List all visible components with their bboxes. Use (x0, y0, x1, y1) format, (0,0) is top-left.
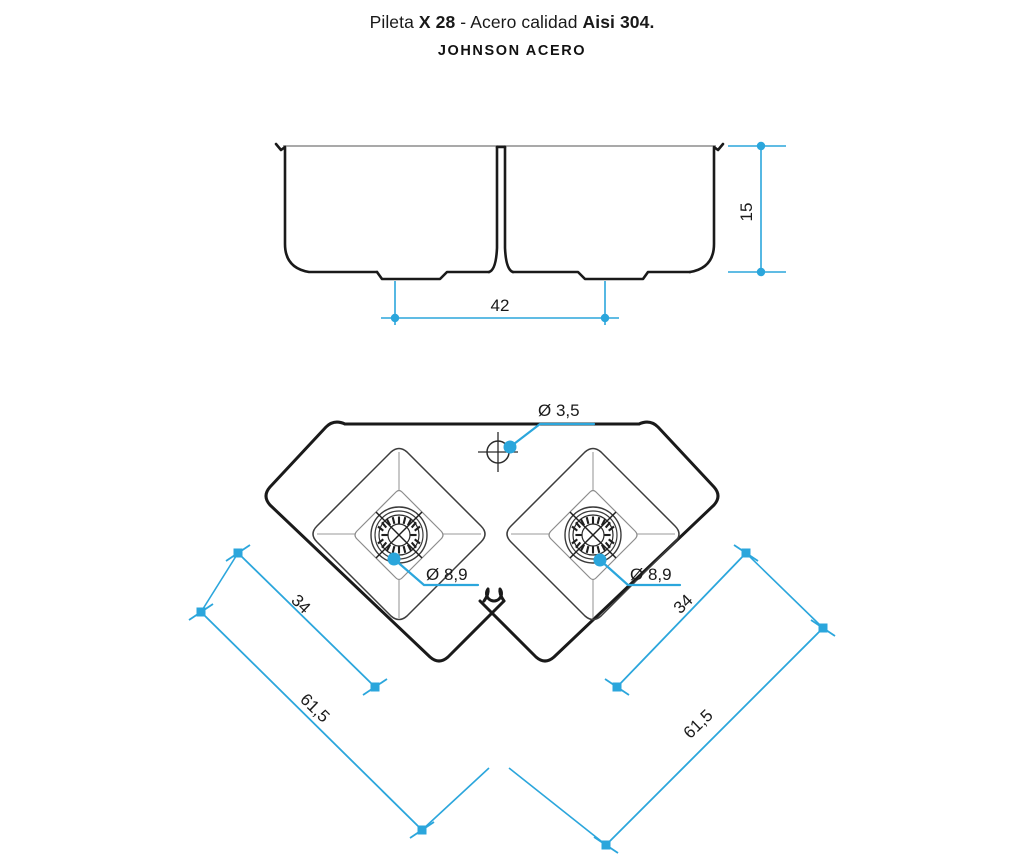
drain-left-slots (377, 516, 421, 554)
plan-right-outer-contour (478, 420, 720, 663)
dim-615-left-label: 61,5 (296, 690, 333, 727)
title-model: X 28 (418, 12, 456, 32)
dimension-overall-right-615: 61,5 (508, 552, 836, 854)
dim-615-right-line (605, 627, 824, 846)
dim-615-left-ext-a (200, 552, 239, 613)
plan-right-bowl-rim (506, 447, 680, 621)
drain-left-crosshair-b (375, 511, 423, 559)
title-block: Pileta X 28 - Acero calidad Aisi 304. JO… (0, 0, 1024, 59)
title-material: Aisi 304. (582, 12, 655, 32)
elevation-left-bottom (375, 270, 491, 281)
plan-left-bowl-floor (354, 489, 444, 581)
dimension-drain-right: Ø 8,9 (593, 553, 682, 587)
dimension-bowl-side-right-34: 34 (604, 544, 759, 696)
plan-left-bowl: Ø 8,9 (312, 447, 486, 621)
dim-34-right-label: 34 (670, 591, 697, 618)
plan-left-bowl-rim (312, 447, 486, 621)
dim-faucet-label: Ø 3,5 (538, 401, 580, 420)
plan-center-notch (482, 587, 506, 603)
dimension-overall-left-615: 61,5 (188, 552, 490, 839)
elevation-divider-right-face (503, 145, 515, 274)
dim-34-right-arrow-b (604, 678, 630, 696)
plan-right-bowl-floor (548, 489, 638, 581)
dimension-faucet-hole: Ø 3,5 (503, 401, 596, 454)
dimension-width-42: 42 (381, 281, 619, 325)
dim-drain-right-label: Ø 8,9 (630, 565, 672, 584)
dim-615-left-line (200, 611, 423, 831)
drain-right-crosshair-b (569, 511, 617, 559)
dim-15-label: 15 (737, 203, 756, 222)
title-prefix: Pileta (369, 12, 419, 32)
drain-right-ring-2 (568, 510, 618, 560)
plan-right-bowl: Ø 8,9 (506, 447, 682, 621)
elevation-right-wall (688, 142, 725, 274)
elevation-section-view: 15 42 (274, 141, 786, 325)
dim-34-left-label: 34 (287, 591, 314, 618)
drain-left-ring-inner (387, 523, 411, 547)
elevation-left-wall (274, 142, 379, 274)
dimension-drain-left: Ø 8,9 (387, 552, 480, 587)
drain-right-slots (571, 516, 615, 554)
page-title: Pileta X 28 - Acero calidad Aisi 304. (0, 12, 1024, 34)
plan-left-drain (370, 506, 428, 564)
dim-34-right-line (616, 552, 747, 688)
elevation-right-bottom (511, 270, 692, 281)
dim-42-dot-left (390, 313, 400, 323)
elevation-divider-left-face (487, 145, 499, 274)
dim-34-left-line (237, 552, 376, 688)
dim-615-left-ext-b (421, 767, 490, 831)
title-middle: - Acero calidad (455, 12, 583, 32)
plan-right-drain (564, 506, 622, 564)
dimension-depth-15: 15 (728, 141, 786, 277)
drain-right-outer-ring (564, 506, 622, 564)
dim-42-label: 42 (491, 296, 510, 315)
plan-corner-view: Ø 8,9 (188, 401, 836, 854)
dimension-bowl-side-left-34: 34 (225, 544, 388, 696)
dim-34-left-arrow-b (362, 678, 388, 696)
plan-left-outer-contour (264, 420, 506, 663)
dim-42-dot-right (600, 313, 610, 323)
drain-right-ring-3 (572, 514, 614, 556)
brand-name: JOHNSON ACERO (437, 42, 587, 59)
drain-right-ring-inner (581, 523, 605, 547)
dim-faucet-leader (508, 422, 596, 449)
dim-15-dot-top (756, 141, 766, 151)
dim-615-right-ext-b (508, 767, 607, 846)
dim-drain-right-leader (598, 558, 682, 587)
dim-615-right-ext-a (745, 552, 824, 629)
dim-drain-left-leader (392, 557, 480, 587)
dim-drain-left-label: Ø 8,9 (426, 565, 468, 584)
dim-15-dot-bottom (756, 267, 766, 277)
dim-615-right-label: 61,5 (680, 706, 717, 743)
